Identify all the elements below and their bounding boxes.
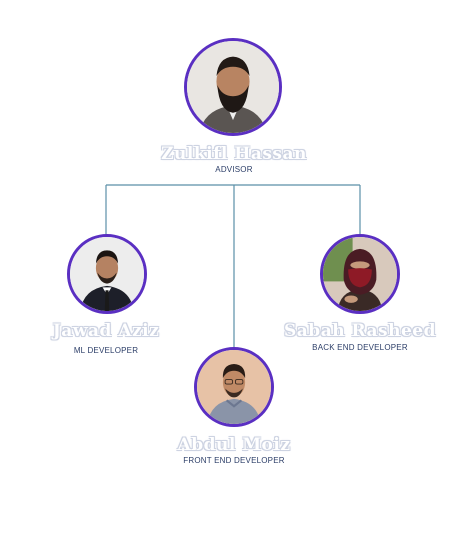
person-photo-icon — [323, 237, 397, 311]
member-avatar-jawad — [67, 234, 147, 314]
member-avatar-sabah — [320, 234, 400, 314]
member-role-jawad: ML DEVELOPER — [73, 346, 139, 355]
member-role-sabah: BACK END DEVELOPER — [312, 343, 408, 352]
member-name-abdul: Abdul Moiz — [177, 435, 291, 455]
member-name-jawad: Jawad Aziz — [52, 321, 160, 341]
advisor-avatar — [184, 38, 282, 136]
person-photo-icon — [197, 350, 271, 424]
advisor-role: ADVISOR — [215, 165, 253, 174]
person-photo-icon — [70, 237, 144, 311]
member-name-sabah: Sabah Rasheed — [284, 321, 436, 341]
person-photo-icon — [187, 41, 279, 133]
member-role-abdul: FRONT END DEVELOPER — [183, 456, 285, 465]
advisor-name: Zulkifl Hassan — [161, 144, 307, 164]
member-avatar-abdul — [194, 347, 274, 427]
